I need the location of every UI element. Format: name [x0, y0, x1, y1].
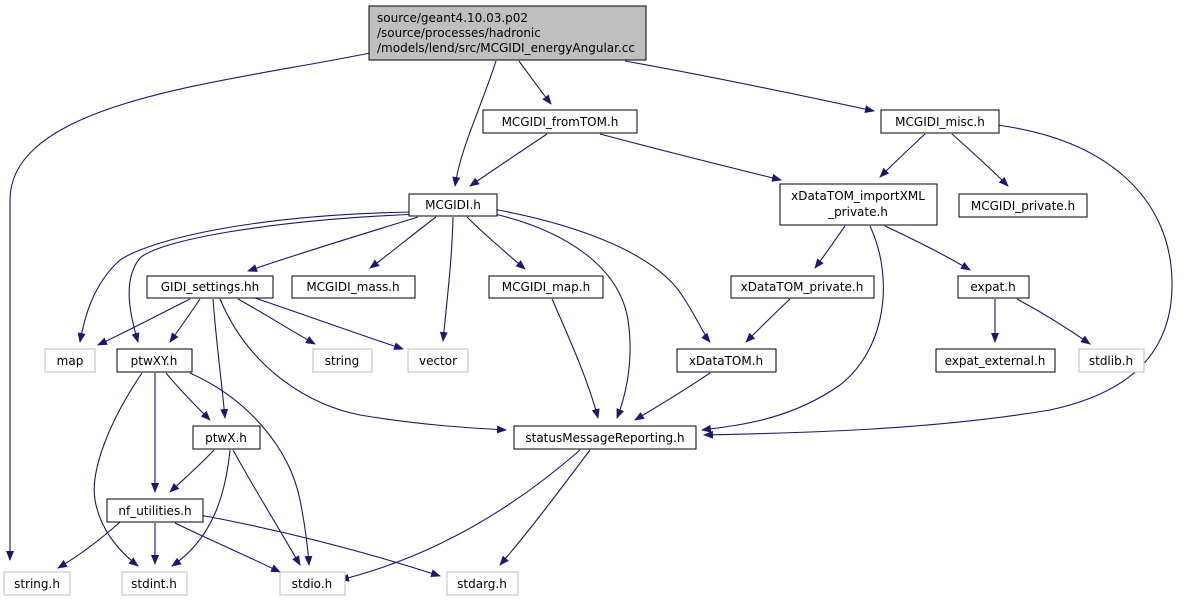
node-vector[interactable]: vector	[407, 348, 469, 373]
edge-ptwxy-to-stdio	[189, 372, 313, 566]
node-mcgidi-misc-label: MCGIDI_misc.h	[895, 115, 985, 129]
node-stdarg-label: stdarg.h	[457, 577, 507, 591]
node-nf-utilities[interactable]: nf_utilities.h	[106, 498, 204, 523]
node-xdatatom-label: xDataTOM.h	[689, 354, 763, 368]
edge-ptwx-to-nf-utilities	[169, 449, 215, 493]
node-mcgidi-map-label: MCGIDI_map.h	[502, 280, 590, 294]
node-ptwx-label: ptwX.h	[205, 431, 247, 445]
edge-mcgidi-misc-to-status-msg	[703, 124, 1173, 439]
edge-root-to-mcgidi-fromtom	[518, 60, 552, 105]
node-string[interactable]: string	[312, 348, 373, 373]
edge-xdatatom-private-to-xdatatom	[745, 298, 791, 343]
edge-xdatatom-importxml-to-xdatatom-private	[814, 225, 846, 269]
node-status-message-reporting-label: statusMessageReporting.h	[525, 431, 684, 445]
edge-root-to-string-h	[6, 52, 371, 561]
node-stdio[interactable]: stdio.h	[279, 571, 346, 596]
edge-ptwx-to-stdio	[232, 449, 301, 566]
node-stdlib[interactable]: stdlib.h	[1078, 348, 1145, 373]
edge-ptwxy-to-ptwx	[165, 372, 211, 421]
edge-mcgidi-fromtom-to-mcgidi	[469, 133, 548, 187]
node-mcgidi-map[interactable]: MCGIDI_map.h	[488, 275, 604, 299]
edge-nf-utilities-to-stdarg	[199, 514, 441, 578]
node-mcgidi-label: MCGIDI.h	[425, 198, 481, 212]
node-root-file[interactable]: source/geant4.10.03.p02 /source/processe…	[368, 5, 647, 61]
edge-mcgidi-misc-to-xdatatom-importxml	[879, 133, 926, 178]
node-mcgidi-private-label: MCGIDI_private.h	[971, 199, 1075, 213]
edge-mcgidi-to-xdatatom	[492, 208, 711, 343]
edges-layer	[6, 52, 1173, 582]
node-gidi-settings-label: GIDI_settings.hh	[161, 280, 260, 294]
edge-expat-to-stdlib	[1016, 298, 1091, 345]
edge-gidi-settings-to-map	[97, 298, 191, 346]
edge-mcgidi-to-mcgidi-mass	[369, 216, 437, 269]
node-status-message-reporting[interactable]: statusMessageReporting.h	[513, 425, 697, 450]
edge-mcgidi-to-ptwxy	[128, 213, 421, 343]
edge-mcgidi-map-to-status-msg	[551, 298, 600, 419]
node-mcgidi-fromtom-label: MCGIDI_fromTOM.h	[502, 115, 619, 129]
node-gidi-settings[interactable]: GIDI_settings.hh	[146, 275, 274, 299]
edge-xdatatom-to-status-msg	[634, 372, 711, 421]
node-mcgidi-fromtom[interactable]: MCGIDI_fromTOM.h	[482, 109, 638, 134]
edge-root-to-mcgidi-misc	[624, 60, 875, 114]
edge-gidi-settings-to-string	[237, 298, 316, 345]
edge-nf-utilities-to-stdio	[174, 522, 281, 573]
node-ptwxy[interactable]: ptwXY.h	[116, 348, 193, 373]
node-mcgidi[interactable]: MCGIDI.h	[408, 193, 498, 217]
edge-nf-utilities-to-string-h	[57, 521, 121, 569]
edge-xdatatom-importxml-to-status-msg	[701, 225, 884, 433]
node-mcgidi-mass[interactable]: MCGIDI_mass.h	[291, 275, 416, 299]
node-expat[interactable]: expat.h	[957, 275, 1030, 299]
edge-status-msg-to-stdarg	[499, 449, 591, 566]
node-vector-label: vector	[419, 354, 457, 368]
node-xdatatom[interactable]: xDataTOM.h	[676, 348, 777, 373]
node-stdint[interactable]: stdint.h	[121, 571, 188, 596]
edge-mcgidi-fromtom-to-xdatatom-importxml	[599, 133, 782, 182]
node-string-label: string	[325, 354, 359, 368]
node-stdio-label: stdio.h	[292, 577, 332, 591]
edge-gidi-settings-to-ptwxy	[169, 298, 201, 343]
node-expat-external[interactable]: expat_external.h	[935, 348, 1056, 373]
node-mcgidi-misc[interactable]: MCGIDI_misc.h	[880, 109, 1000, 134]
node-stdint-label: stdint.h	[131, 577, 177, 591]
node-ptwx[interactable]: ptwX.h	[192, 425, 261, 450]
node-ptwxy-label: ptwXY.h	[131, 354, 178, 368]
edge-xdatatom-importxml-to-expat	[884, 225, 971, 271]
node-root-line-3: /models/lend/src/MCGIDI_energyAngular.cc	[377, 41, 635, 55]
edge-mcgidi-to-status-msg	[485, 211, 631, 419]
edge-mcgidi-to-map	[77, 211, 413, 343]
edge-mcgidi-misc-to-mcgidi-private	[951, 133, 1009, 187]
node-stdlib-label: stdlib.h	[1089, 354, 1133, 368]
node-map-label: map	[57, 354, 84, 368]
edge-root-to-mcgidi	[452, 60, 497, 187]
node-xdatatom-importxml-line-1: xDataTOM_importXML	[791, 189, 925, 203]
edge-ptwxy-to-stdint	[93, 372, 143, 567]
node-root-line-2: /source/processes/hadronic	[377, 26, 541, 40]
edge-status-msg-to-stdio	[339, 449, 581, 582]
node-xdatatom-private-label: xDataTOM_private.h	[741, 280, 864, 294]
node-xdatatom-private[interactable]: xDataTOM_private.h	[730, 275, 875, 299]
node-string-h-label: string.h	[14, 577, 60, 591]
node-xdatatom-importxml-line-2: _private.h	[827, 205, 888, 219]
node-string-h[interactable]: string.h	[3, 571, 71, 596]
node-nf-utilities-label: nf_utilities.h	[118, 504, 191, 518]
node-expat-label: expat.h	[970, 280, 1015, 294]
edge-gidi-settings-to-ptwx	[212, 298, 229, 419]
edge-mcgidi-to-gidi-settings	[247, 216, 419, 272]
node-root-line-1: source/geant4.10.03.p02	[377, 11, 528, 25]
edge-gidi-settings-to-vector	[254, 297, 404, 350]
node-stdarg[interactable]: stdarg.h	[446, 571, 519, 596]
nodes-layer: source/geant4.10.03.p02 /source/processe…	[3, 5, 1145, 596]
node-expat-external-label: expat_external.h	[945, 354, 1046, 368]
edge-gidi-settings-to-status-msg	[219, 298, 507, 434]
edge-mcgidi-to-mcgidi-map	[466, 216, 526, 270]
node-xdatatom-importxml-private[interactable]: xDataTOM_importXML _private.h	[779, 183, 938, 226]
node-mcgidi-mass-label: MCGIDI_mass.h	[306, 280, 399, 294]
node-map[interactable]: map	[44, 348, 96, 373]
node-mcgidi-private[interactable]: MCGIDI_private.h	[958, 193, 1088, 218]
edge-mcgidi-to-vector	[439, 216, 454, 342]
